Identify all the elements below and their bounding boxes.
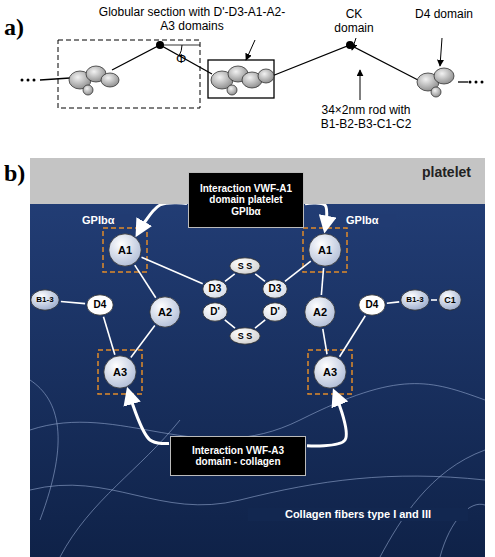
domain-circle: S S bbox=[229, 327, 261, 345]
interaction-arrow bbox=[128, 390, 169, 443]
domain-shape bbox=[150, 297, 180, 327]
domain-shape bbox=[109, 234, 141, 266]
interaction-arrow bbox=[137, 203, 187, 235]
chain-link bbox=[285, 261, 311, 281]
node-text: D4 bbox=[366, 299, 379, 311]
node-text: A1 bbox=[318, 244, 332, 257]
chain-link bbox=[255, 274, 265, 281]
chain-link bbox=[142, 257, 203, 284]
chain-link bbox=[387, 302, 399, 303]
domain-shape bbox=[263, 280, 287, 298]
receptor-label: GPIbα bbox=[346, 214, 396, 227]
interaction-arrow bbox=[305, 203, 327, 230]
domain-circle: A3 bbox=[103, 355, 137, 389]
chain-link bbox=[131, 326, 155, 358]
node-text: S S bbox=[238, 261, 253, 271]
node-text: A2 bbox=[158, 306, 172, 319]
node-text: D4 bbox=[94, 299, 107, 311]
domain-shape bbox=[230, 258, 260, 274]
annotation-box: Interaction VWF-A1 domain platelet GPIbα bbox=[188, 172, 304, 228]
node-text: B1-3 bbox=[36, 295, 53, 304]
interaction-arrow bbox=[307, 392, 346, 446]
callout-text: D4 domain bbox=[412, 8, 476, 22]
node-text: Interaction VWF-A1 domain platelet GPIbα bbox=[195, 183, 297, 218]
panel-letter: a) bbox=[4, 14, 44, 42]
domain-circle: A1 bbox=[108, 233, 142, 267]
receptor-label: GPIbα bbox=[82, 214, 132, 227]
node-text: D' bbox=[210, 306, 220, 318]
chain-link bbox=[103, 317, 114, 355]
domain-circle: D' bbox=[262, 302, 288, 322]
node-text: B1-3 bbox=[406, 295, 423, 304]
domain-circle: B1-3 bbox=[400, 289, 430, 311]
domain-shape bbox=[31, 290, 59, 310]
node-text: D3 bbox=[209, 283, 222, 295]
domain-shape bbox=[309, 234, 341, 266]
domain-circle: B1-3 bbox=[30, 289, 60, 311]
node-text: D3 bbox=[269, 283, 282, 295]
node-text: A3 bbox=[113, 366, 127, 379]
chain-link bbox=[431, 299, 437, 301]
domain-shape bbox=[203, 280, 227, 298]
chain-link bbox=[225, 320, 235, 328]
node-text: Interaction VWF-A3 domain - collagen bbox=[177, 445, 299, 468]
domain-shape bbox=[439, 290, 461, 310]
domain-circle: A3 bbox=[313, 355, 347, 389]
chain-link bbox=[135, 265, 156, 298]
domain-circle: D4 bbox=[86, 294, 114, 316]
domain-circle: D3 bbox=[202, 279, 228, 299]
chain-link bbox=[61, 301, 85, 303]
node-text: platelet bbox=[422, 164, 471, 180]
domain-circle: D4 bbox=[358, 294, 386, 316]
callout-text: CK domain bbox=[325, 8, 383, 36]
domain-shape bbox=[230, 328, 260, 344]
domain-circle: D' bbox=[202, 302, 228, 322]
node-text: A2 bbox=[313, 306, 327, 319]
domain-shape bbox=[401, 290, 429, 310]
node-text: C1 bbox=[444, 295, 456, 305]
binding-scene bbox=[30, 158, 485, 557]
domain-shape bbox=[87, 295, 113, 315]
vwf-multimer-sketch bbox=[21, 38, 484, 108]
domain-circle: S S bbox=[229, 257, 261, 275]
chain-link bbox=[321, 268, 323, 295]
chain-link bbox=[323, 329, 327, 354]
chain-link bbox=[340, 316, 366, 357]
callout-text: Globular section with D'-D3-A1-A2-A3 dom… bbox=[92, 6, 292, 34]
domain-circle: A2 bbox=[149, 296, 181, 328]
node-text: A3 bbox=[323, 366, 337, 379]
domain-shape bbox=[263, 303, 287, 321]
domain-circle: A1 bbox=[308, 233, 342, 267]
domain-shape bbox=[314, 356, 346, 388]
domain-shape bbox=[104, 356, 136, 388]
domain-shape bbox=[203, 303, 227, 321]
domain-shape bbox=[359, 295, 385, 315]
node-text: S S bbox=[238, 331, 253, 341]
fiber-label: Collagen fibers type I and III bbox=[248, 508, 468, 521]
domain-shape bbox=[305, 297, 335, 327]
domain-circle: C1 bbox=[438, 289, 462, 311]
dimension-text: 34×2nm rod with B1-B2-B3-C1-C2 bbox=[318, 104, 414, 132]
node-text: D' bbox=[270, 306, 280, 318]
node-text: A1 bbox=[118, 244, 132, 257]
panel-letter: b) bbox=[4, 160, 44, 188]
chain-link bbox=[225, 274, 235, 281]
angle-symbol: Φ bbox=[176, 52, 194, 67]
domain-circle: A2 bbox=[304, 296, 336, 328]
chain-link bbox=[255, 320, 265, 328]
domain-circle: D3 bbox=[262, 279, 288, 299]
annotation-box: Interaction VWF-A3 domain - collagen bbox=[170, 436, 306, 476]
